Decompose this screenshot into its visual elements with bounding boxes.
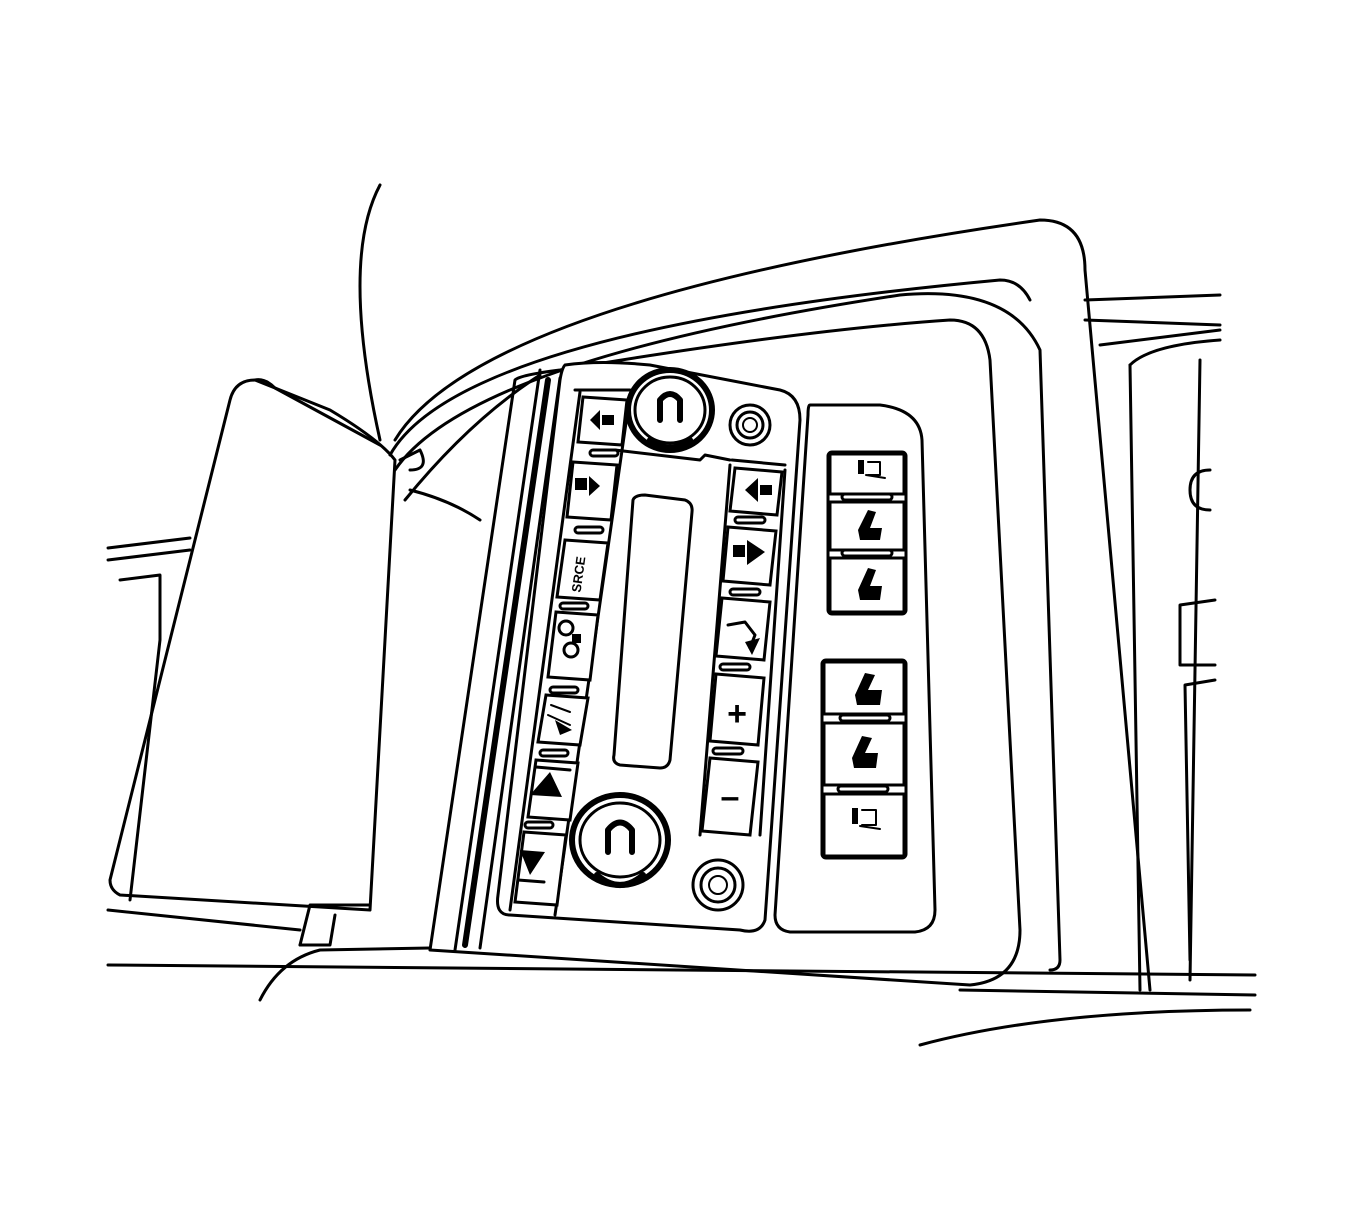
seat-heat-button-2[interactable] [822,792,906,858]
outer-bezel [358,183,1222,992]
seat-tilt-button-3[interactable] [822,660,906,723]
seat-tilt-button-2[interactable] [828,556,906,614]
lower-small-knob[interactable] [691,858,745,912]
minus-button[interactable]: – [700,756,760,837]
lower-knob[interactable] [569,792,671,888]
tone-down-button[interactable] [721,525,778,597]
inner-bezel [428,318,1022,987]
console-body [106,536,1257,1047]
minus-label: – [721,778,740,816]
seek-down-button[interactable] [565,460,619,535]
source-label: SRCE [569,555,589,593]
tone-up-button[interactable] [728,466,784,525]
seat-tilt-button-1[interactable] [828,500,906,558]
seat-tilt-button-4[interactable] [822,721,906,794]
radio-right-buttons: + – [700,466,784,837]
plus-label: + [727,695,747,733]
plus-button[interactable]: + [708,672,766,756]
console-lid [108,378,397,947]
seat-heat-button-1[interactable] [828,452,906,502]
mute-button[interactable] [536,693,590,758]
power-mode-button[interactable] [546,610,600,695]
next-button[interactable] [523,758,580,830]
seek-up-button[interactable] [576,395,629,458]
seat-lower-group [820,658,908,860]
source-button[interactable]: SRCE [555,538,610,611]
prev-button[interactable] [513,830,568,907]
radio-left-buttons: SRCE [513,395,629,907]
upper-knob[interactable] [625,367,715,453]
seat-upper-group [826,450,908,616]
upper-small-knob[interactable] [728,403,772,447]
tone-mode-button[interactable] [714,596,772,672]
